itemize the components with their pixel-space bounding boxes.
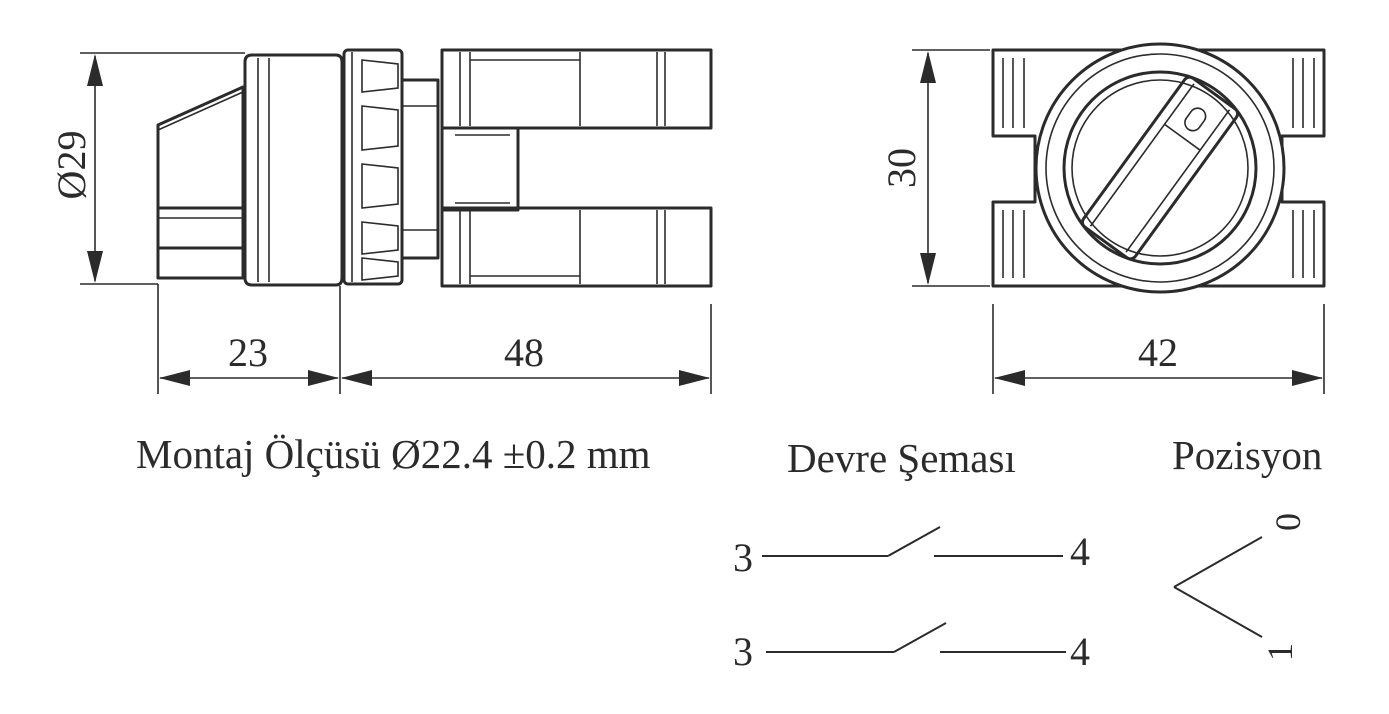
body-length-label: 48 xyxy=(504,330,544,375)
mounting-caption: Montaj Ölçüsü Ø22.4 ±0.2 mm xyxy=(136,431,651,477)
front-body xyxy=(991,48,1326,288)
front-view: 30 42 xyxy=(879,42,1326,394)
selector-knob xyxy=(156,85,245,280)
front-height-label: 30 xyxy=(879,148,924,188)
position-lower-label: 1 xyxy=(1260,643,1300,661)
position-diagram: 0 1 xyxy=(1173,513,1308,661)
knob-lever xyxy=(1080,75,1240,261)
circuit-diagram: 3 4 3 4 xyxy=(733,526,1090,674)
bezel-ring xyxy=(1034,42,1286,294)
dimension-front-width: 42 xyxy=(992,304,1325,394)
position-caption: Pozisyon xyxy=(1172,432,1322,478)
contact-lower: 3 4 xyxy=(733,622,1090,674)
contact-upper-left-terminal: 3 xyxy=(733,535,753,580)
contact-lower-left-terminal: 3 xyxy=(733,629,753,674)
contact-upper-right-terminal: 4 xyxy=(1070,529,1090,574)
knob-length-label: 23 xyxy=(228,330,268,375)
contact-lower-right-terminal: 4 xyxy=(1070,629,1090,674)
dimension-body-length: 48 xyxy=(341,304,712,394)
contact-block-upper xyxy=(440,48,713,130)
dimension-knob-length: 23 xyxy=(157,284,341,394)
front-width-label: 42 xyxy=(1138,330,1178,375)
front-bezel xyxy=(243,53,344,287)
circuit-caption: Devre Şeması xyxy=(787,435,1016,481)
mounting-nut xyxy=(342,48,404,286)
contact-upper: 3 4 xyxy=(733,526,1090,580)
dimension-diameter: Ø29 xyxy=(49,52,245,285)
connector xyxy=(440,126,520,212)
diameter-label: Ø29 xyxy=(49,131,94,200)
position-upper-label: 0 xyxy=(1268,513,1308,531)
dimension-front-height: 30 xyxy=(879,49,990,287)
side-view: Ø29 23 48 xyxy=(49,48,713,394)
neck xyxy=(400,78,440,260)
contact-block-lower xyxy=(440,206,713,288)
knob-face xyxy=(1062,70,1258,266)
